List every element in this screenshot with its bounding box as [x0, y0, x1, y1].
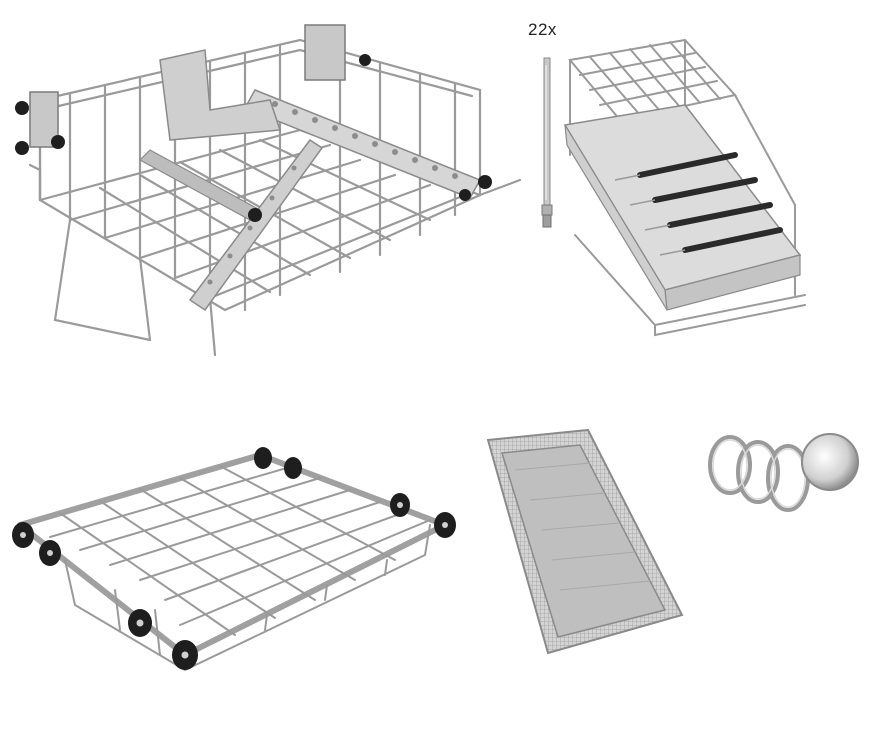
injector-nozzle-drawing — [541, 57, 553, 228]
spiral-cap-adapter-drawing — [708, 433, 859, 512]
mesh-tray-image — [480, 425, 690, 660]
injector-nozzle-image — [528, 20, 568, 240]
upper-basket-drawing — [15, 24, 522, 357]
lower-mobile-rack-drawing — [12, 447, 456, 672]
brush-holder-rack-image — [555, 35, 815, 345]
mesh-tray-drawing — [486, 428, 684, 655]
spiral-cap-adapter-image — [700, 420, 865, 530]
brush-holder-rack-drawing — [563, 38, 806, 337]
lower-mobile-rack-image — [5, 440, 465, 685]
upper-basket-image — [10, 20, 530, 360]
quantity-label: 22x — [528, 20, 557, 39]
